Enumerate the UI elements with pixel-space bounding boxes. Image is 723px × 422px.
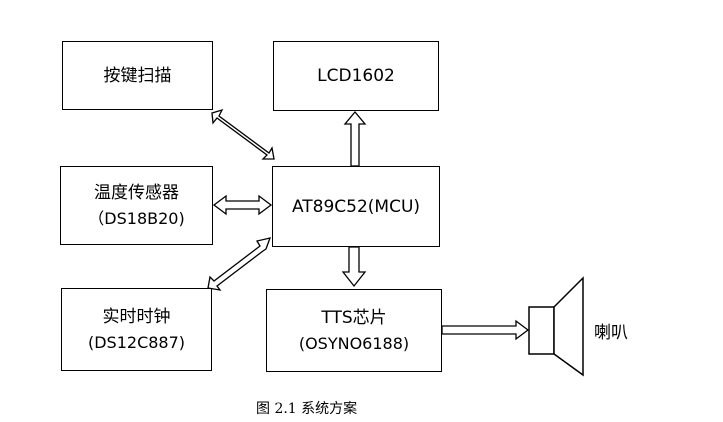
mcu-label: AT89C52(MCU) [291, 196, 421, 217]
tts-label: TTS芯片 [321, 307, 387, 328]
keyscan-label: 按键扫描 [103, 65, 172, 86]
mcu-tts-arrow [341, 246, 367, 288]
tts-model: (OSYNO6188) [298, 333, 410, 353]
temp-mcu-arrow [212, 194, 273, 216]
mcu-lcd-arrow [343, 110, 367, 167]
speaker-icon [528, 276, 584, 377]
speaker-label: 喇叭 [594, 323, 628, 343]
tts-speaker-arrow [441, 319, 530, 341]
tts-block: TTS芯片 (OSYNO6188) [266, 289, 442, 372]
temp-sensor-label: 温度传感器 [94, 182, 179, 203]
temp-sensor-model: （DS18B20) [88, 208, 185, 228]
lcd-block: LCD1602 [273, 41, 439, 111]
rtc-mcu-arrow [207, 237, 272, 291]
temp-sensor-block: 温度传感器 （DS18B20) [60, 166, 213, 245]
rtc-block: 实时时钟 (DS12C887) [61, 288, 212, 371]
rtc-model: (DS12C887) [87, 332, 186, 352]
rtc-label: 实时时钟 [102, 306, 171, 327]
lcd-label: LCD1602 [317, 66, 395, 86]
figure-caption: 图 2.1 系统方案 [256, 401, 358, 417]
keyscan-block: 按键扫描 [62, 41, 213, 110]
keyscan-mcu-arrow [211, 108, 275, 160]
